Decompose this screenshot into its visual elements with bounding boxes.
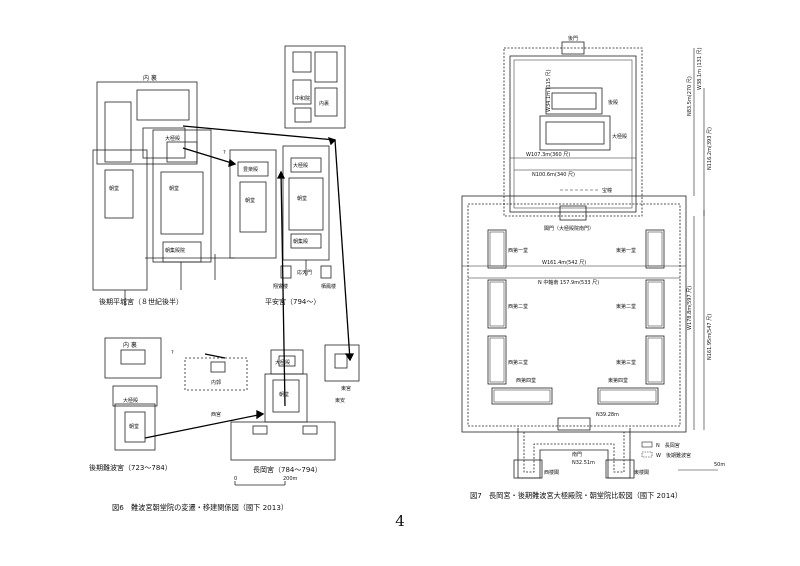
fig6-diagram: 0 200m 内 裏 大極殿 朝堂 朝堂 朝集殿院 豊楽殿 朝堂 大極殿 朝堂 …	[89, 45, 360, 486]
daigokuden	[539, 115, 611, 151]
label-soryu: 翔鸞楼	[273, 283, 288, 290]
label-n1: N100.6m(340 尺)	[532, 172, 575, 178]
scale-200: 200m	[283, 476, 298, 482]
label-east-hall-3: 東第三堂	[616, 359, 636, 366]
label-minami-mon: 南門	[572, 451, 582, 458]
label-daigokuden-1: 大極殿	[165, 135, 180, 142]
label-west-court: 西第四堂	[516, 377, 536, 384]
label-east-hall-2: 東第二堂	[616, 303, 636, 310]
daigokuden-in-nagaoka	[509, 55, 637, 213]
label-chodo-1: 朝堂	[169, 185, 179, 192]
label-dairi-small: 内裏	[319, 100, 329, 107]
label-w1: W107.3m(360 尺)	[526, 152, 570, 158]
label-n-small2: N32.51m	[572, 460, 595, 466]
label-n4: N116.2m(393 尺)	[707, 127, 713, 170]
label-q2: ?	[171, 350, 174, 356]
heian-burakuin	[229, 149, 277, 259]
label-kakumon: 閣門（大極殿院南門）	[544, 225, 594, 232]
label-koden: 後殿	[608, 99, 618, 106]
label-n5: N161.95m(547 尺)	[707, 314, 713, 360]
label-east-pal: 東安	[335, 397, 345, 404]
label-chodo-3: 朝堂	[245, 197, 255, 204]
daigokuden-in-naniwa	[503, 47, 643, 217]
fig6-caption: 図6 難波宮朝堂院の変遷・移建関係図（國下 2013）	[112, 503, 289, 512]
label-chodo-4: 朝堂	[297, 195, 307, 202]
east-hall-3	[645, 335, 665, 385]
label-daigokuden-2: 大極殿	[293, 162, 308, 169]
label-west-hall-1: 西第一堂	[508, 247, 528, 254]
east-hall-1	[645, 229, 665, 269]
label-naitei: 内郭	[211, 379, 221, 386]
east-hall-2	[645, 279, 665, 329]
label-dairi-1: 内 裏	[143, 74, 157, 82]
label-w2: W161.4m(542 尺)	[542, 260, 586, 266]
fig7-caption: 図7 長岡宮・後期難波宮大極殿院・朝堂院比較図（國下 2014）	[470, 491, 683, 500]
page-number: 4	[395, 512, 405, 530]
nagaoka-title: 長岡宮（784～794）	[253, 465, 322, 474]
scale-0: 0	[234, 476, 237, 482]
heian-dairi-detail	[284, 45, 346, 129]
west-hall-2	[487, 279, 507, 329]
fig7-diagram: 後門 後殿 大極殿 W107.3m(360 尺) N100.6m(340 尺) …	[461, 35, 725, 479]
label-west-hall-3: 西第三堂	[508, 359, 528, 366]
koden	[545, 87, 603, 115]
scale-50m: 50m	[714, 462, 725, 468]
label-n-small: N39.28m	[596, 412, 619, 418]
label-q1: ?	[223, 150, 226, 156]
label-dairi-2: 内 裏	[123, 341, 137, 349]
label-w4: W34.1m (115 尺)	[546, 69, 552, 112]
label-ryuseki: 栖鳳楼	[321, 283, 336, 290]
label-daigokuden-3: 大極殿	[123, 397, 138, 404]
label-nishimiya: 西宮	[211, 411, 221, 418]
naniwa-dairi	[104, 337, 162, 379]
label-east-court: 東第四堂	[608, 377, 628, 384]
chodoin-outer	[461, 195, 687, 433]
label-daigokuden-4: 大極殿	[275, 359, 290, 366]
label-burakuden: 豊楽殿	[243, 166, 258, 173]
legend-n: N 長岡宮	[656, 442, 680, 449]
label-toden: 東楼閣	[634, 469, 649, 476]
label-hodo: 宝幢	[602, 187, 612, 194]
label-chodo-2: 朝堂	[109, 185, 119, 192]
label-chodoin-hall: 朝集殿院	[165, 247, 185, 254]
naniwa-title: 後期難波宮（723～784）	[89, 463, 172, 472]
label-chodo-hall: 朝集殿	[293, 238, 308, 245]
kohei-chodoin	[92, 149, 148, 291]
label-n3: N83.5m(270 尺)	[687, 76, 693, 116]
label-w3: W38.1m (131 尺)	[697, 47, 703, 90]
label-chodo-5: 朝堂	[129, 423, 139, 430]
kohei-title: 後期平城宮（８世紀後半）	[99, 297, 183, 306]
label-otenmon: 応天門	[297, 269, 312, 276]
west-hall-3	[487, 335, 507, 385]
legend: N 長岡宮 W 後期難波宮 50m	[641, 441, 725, 471]
label-daigokuden: 大極殿	[612, 133, 627, 140]
label-w5: W178.8m(597 尺)	[687, 286, 693, 330]
west-hall-1	[487, 229, 507, 269]
east-fourth-hall	[597, 387, 659, 405]
label-chodo-6: 朝堂	[279, 391, 289, 398]
west-fourth-hall	[491, 387, 553, 405]
label-chuwain: 中和院	[295, 95, 310, 102]
heian-title: 平安宮（794～）	[265, 297, 320, 306]
arrow-naniwa-to-nagaoka	[144, 413, 264, 439]
legend-w: W 後期難波宮	[656, 452, 691, 459]
label-komon: 後門	[568, 35, 578, 42]
naniwa-chodoin	[114, 403, 156, 451]
label-higashimiya: 東宮	[341, 385, 351, 392]
nagaoka-chodoin	[264, 373, 308, 423]
label-saiden: 西楼閣	[544, 469, 559, 476]
label-east-hall-1: 東第一堂	[616, 247, 636, 254]
label-n2: N 中軸南 157.9m(533 尺)	[538, 279, 599, 286]
arrow-heian-to-kohei	[182, 125, 336, 141]
label-west-hall-2: 西第二堂	[508, 303, 528, 310]
